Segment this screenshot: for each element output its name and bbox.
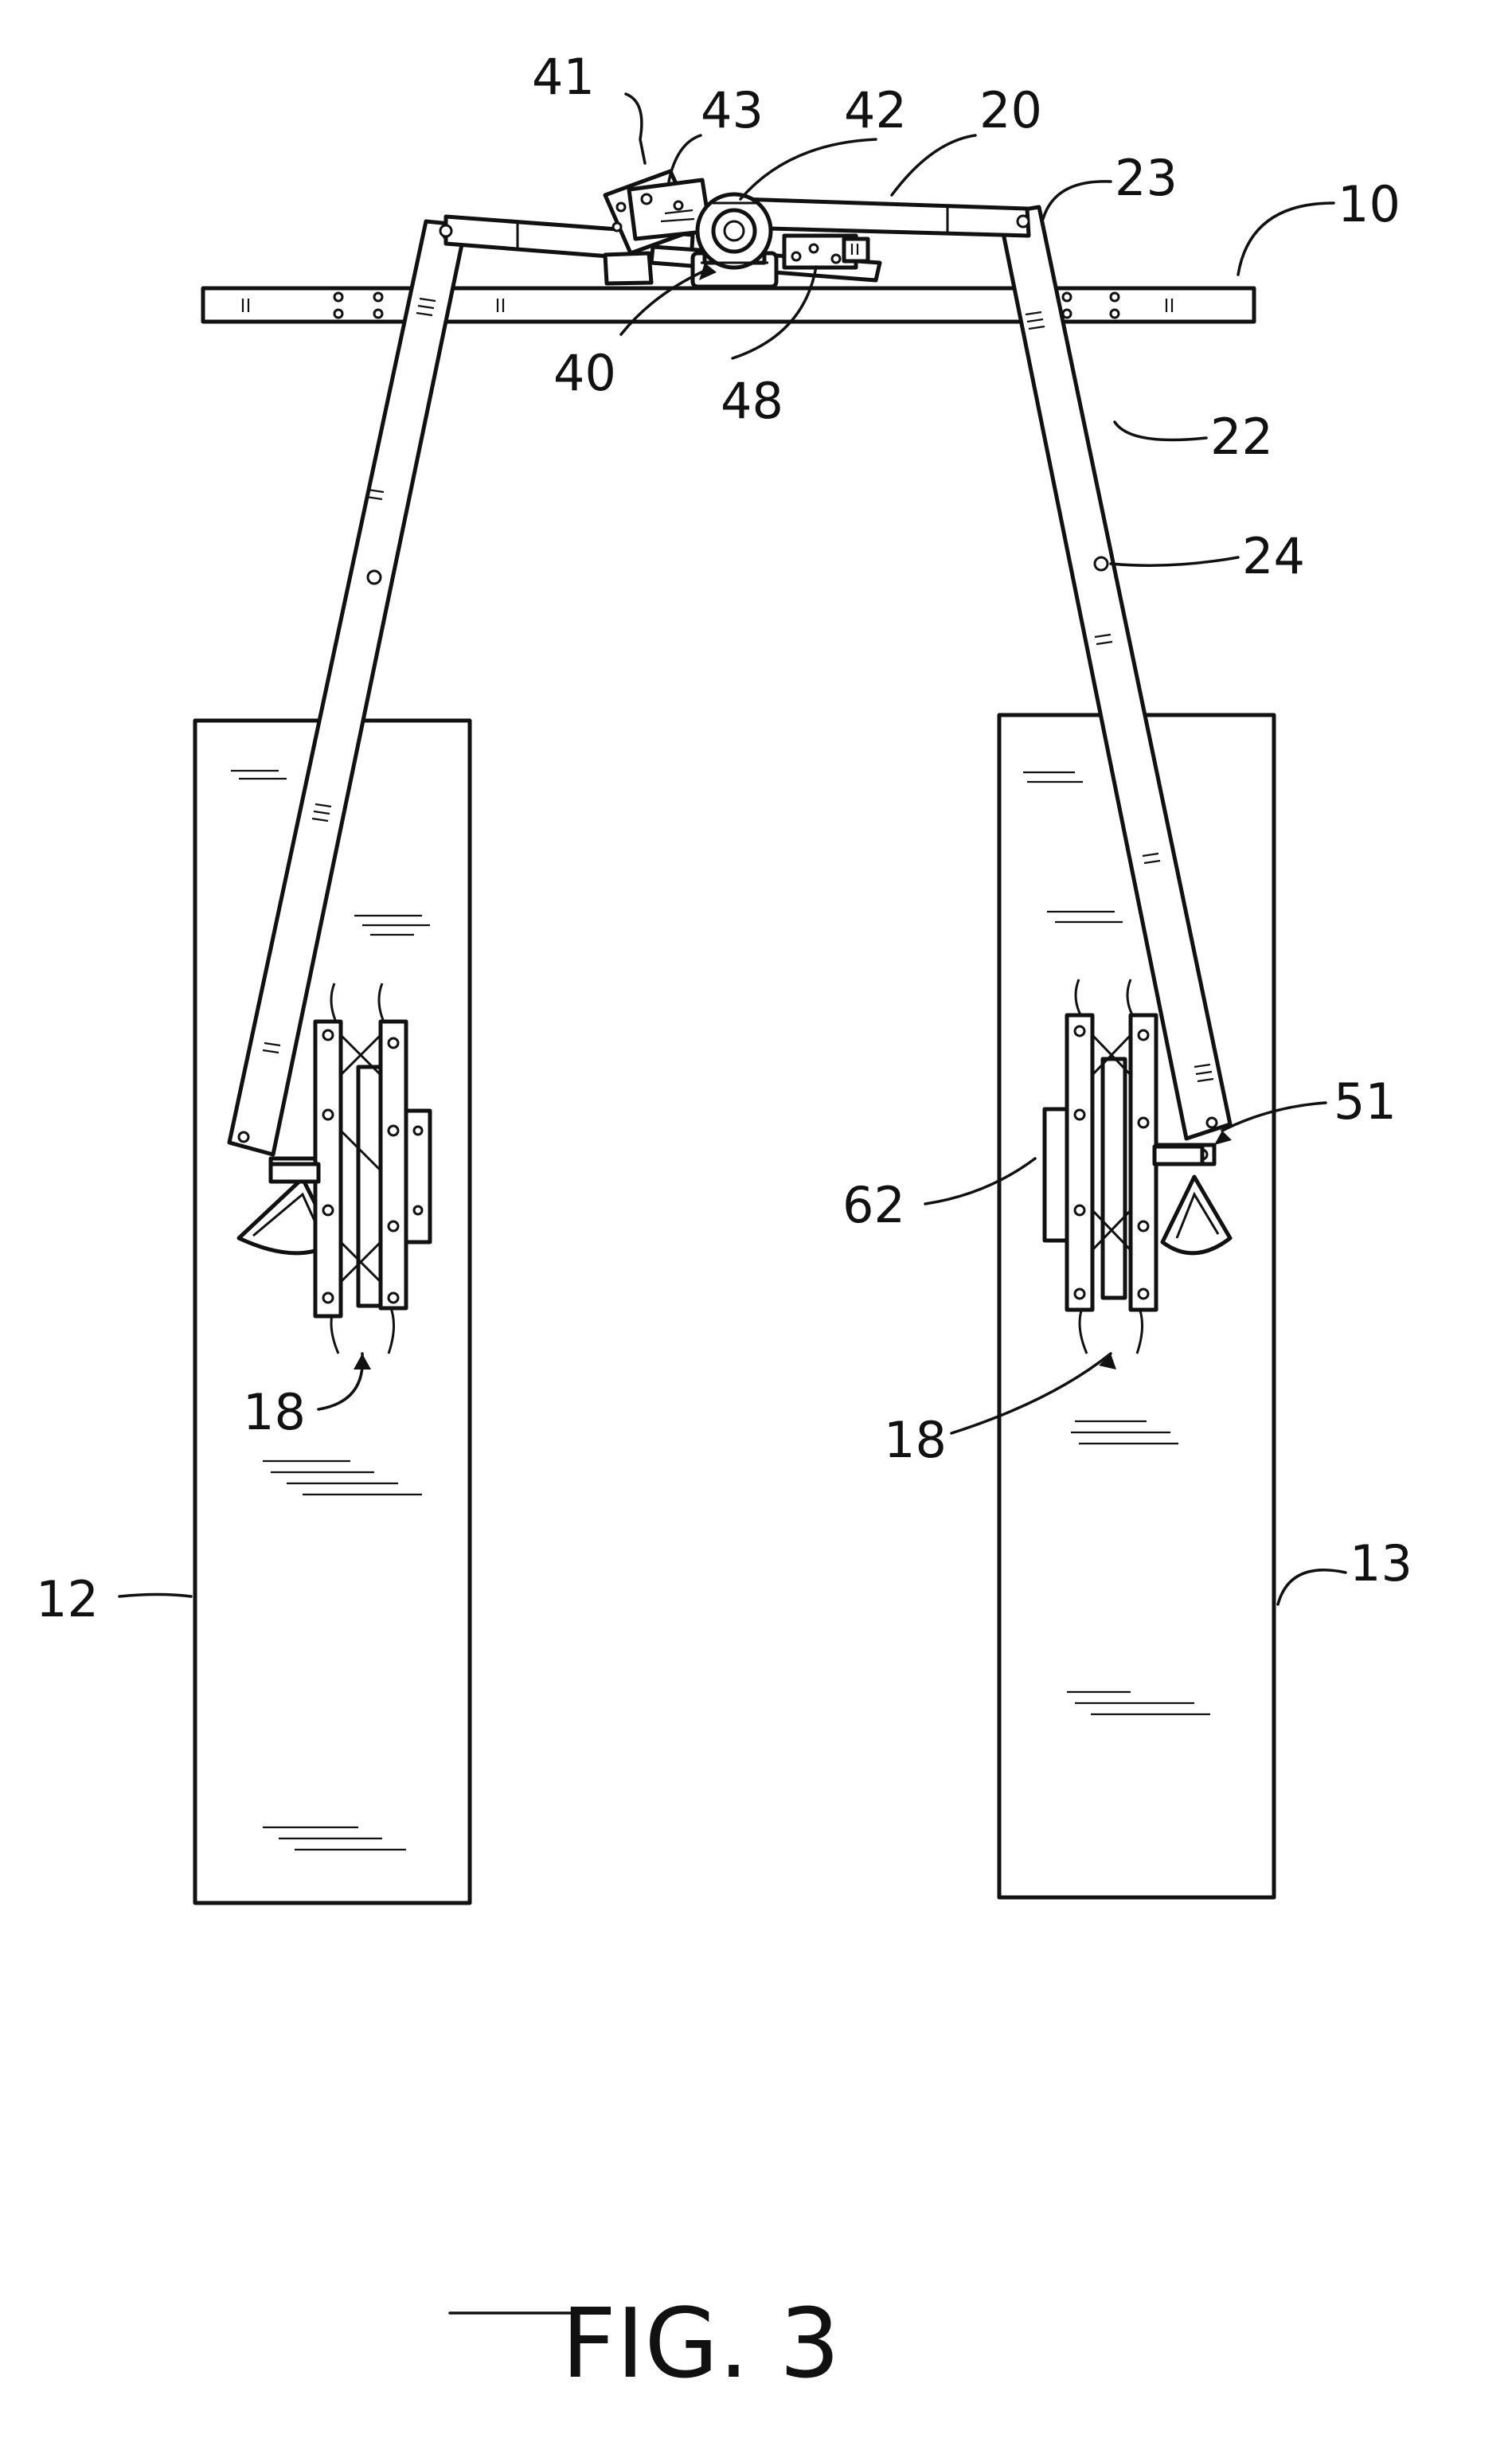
leader-lines (118, 92, 1347, 1606)
label-40: 40 (553, 344, 616, 402)
label-23: 23 (1115, 149, 1178, 207)
label-51: 51 (1334, 1073, 1397, 1131)
label-42: 42 (844, 81, 907, 139)
figure-caption: FIG. 3 (448, 2289, 840, 2400)
reference-labels: 41 43 42 20 23 10 22 24 40 48 51 62 18 1… (36, 48, 1412, 1628)
label-22: 22 (1210, 408, 1273, 466)
label-18-right: 18 (884, 1411, 947, 1469)
label-24: 24 (1242, 527, 1305, 585)
label-41: 41 (532, 48, 595, 106)
label-10: 10 (1338, 175, 1401, 233)
label-62: 62 (842, 1176, 905, 1234)
label-12: 12 (36, 1570, 99, 1628)
label-48: 48 (721, 372, 783, 430)
label-18-left: 18 (243, 1383, 306, 1441)
left-propulsion-unit (268, 983, 432, 1354)
right-propulsion-unit (1042, 979, 1205, 1354)
label-43: 43 (701, 81, 764, 139)
drive-assembly (603, 169, 882, 289)
caption-text: FIG. 3 (561, 2289, 840, 2400)
label-13: 13 (1350, 1534, 1412, 1592)
label-20: 20 (979, 81, 1042, 139)
cross-beam (201, 286, 1256, 324)
